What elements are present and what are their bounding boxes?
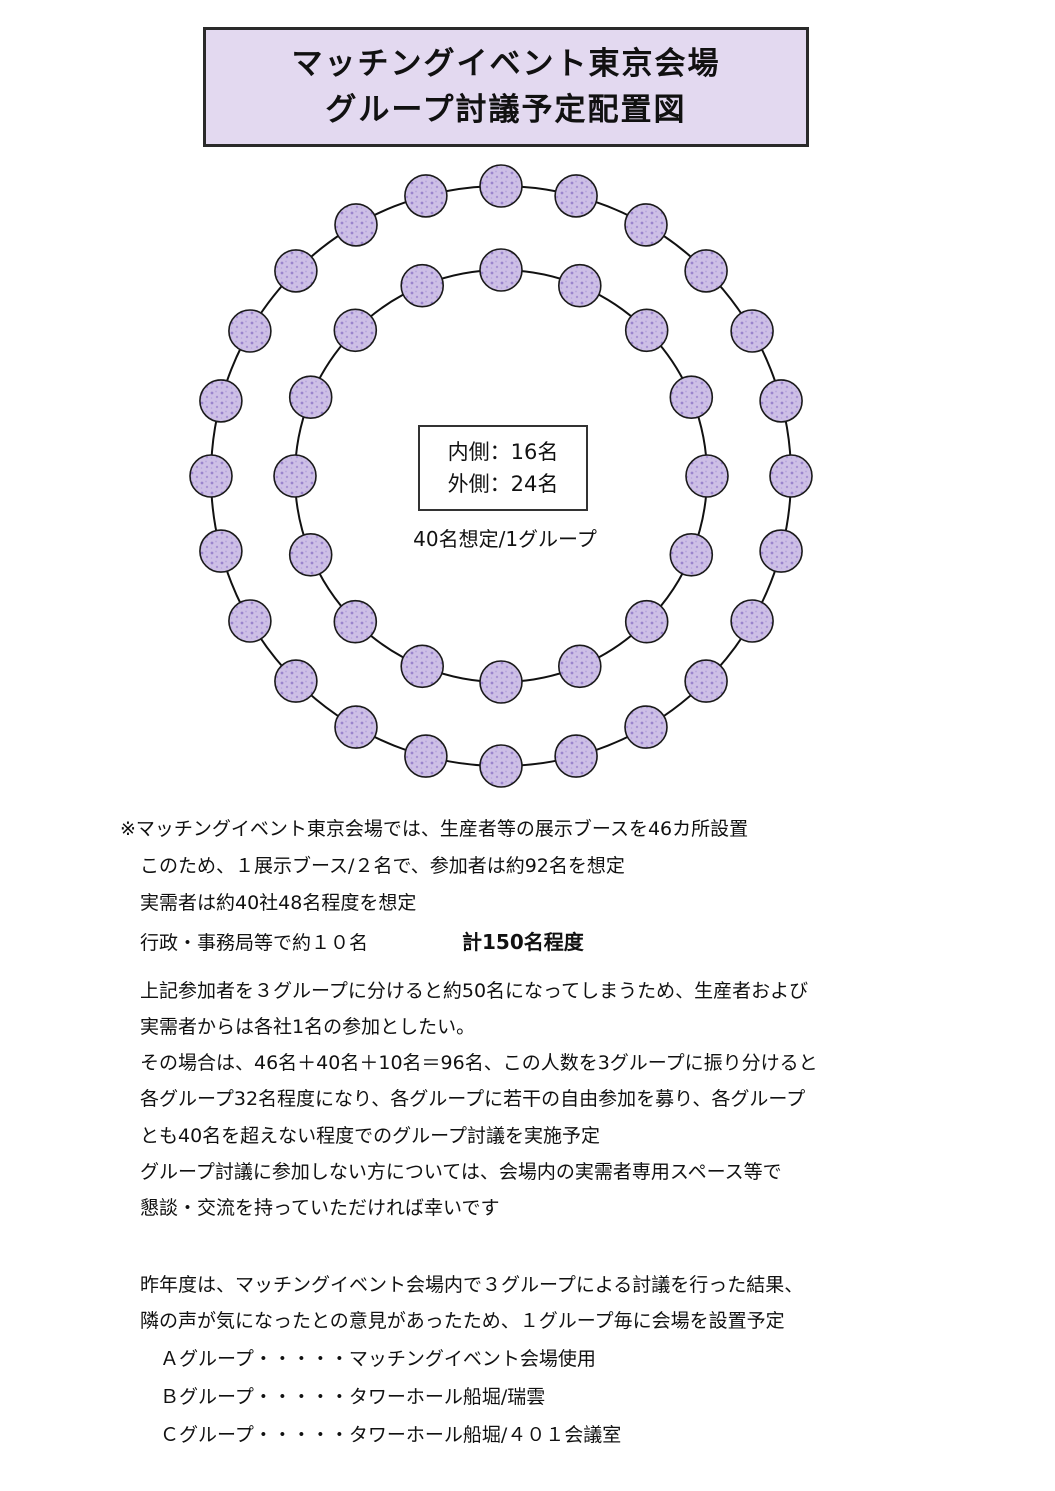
outer-seat — [189, 454, 233, 498]
note-line: このため、１展示ブース/２名で、参加者は約92名を想定 — [140, 855, 625, 877]
outer-seat — [199, 529, 243, 573]
outer-seat — [730, 309, 774, 353]
inner-seat — [624, 599, 669, 644]
paragraph-line: 昨年度は、マッチングイベント会場内で３グループによる討議を行った結果、 — [140, 1274, 804, 1296]
paragraph-line: 上記参加者を３グループに分けると約50名になってしまうため、生産者および — [140, 980, 809, 1002]
outer-seats — [189, 164, 813, 788]
outer-seat — [228, 599, 272, 643]
outer-seat — [334, 705, 378, 749]
inner-seat — [333, 308, 378, 353]
count-box: 内側：16名 外側：24名 — [418, 425, 588, 511]
outer-seat — [624, 203, 668, 247]
note-line: 実需者は約40社48名程度を想定 — [140, 892, 417, 914]
inner-seat — [288, 532, 333, 577]
note-line: ※マッチングイベント東京会場では、生産者等の展示ブースを46カ所設置 — [120, 818, 749, 840]
outer-seat — [684, 249, 728, 293]
outer-seat — [624, 705, 668, 749]
title-box: マッチングイベント東京会場 グループ討議予定配置図 — [203, 27, 809, 147]
inner-seat — [288, 375, 333, 420]
outer-seat — [759, 379, 803, 423]
inner-seat — [400, 644, 445, 689]
paragraph-line: 隣の声が気になったとの意見があったため、１グループ毎に会場を設置予定 — [140, 1310, 785, 1332]
outer-seat — [759, 529, 803, 573]
outer-seat — [228, 309, 272, 353]
group-c-line: Ｃグループ・・・・・タワーホール船堀/４０１会議室 — [160, 1424, 622, 1446]
paragraph-line: 実需者からは各社1名の参加としたい。 — [140, 1016, 476, 1038]
inner-seat — [273, 454, 317, 498]
paragraph-line: グループ討議に参加しない方については、会場内の実需者専用スペース等で — [140, 1161, 782, 1183]
inner-seat — [624, 308, 669, 353]
inner-seat — [479, 248, 523, 292]
outer-seat — [274, 249, 318, 293]
outer-seat — [554, 734, 598, 778]
inner-seat — [479, 660, 523, 704]
outer-seat — [730, 599, 774, 643]
outer-seat — [684, 659, 728, 703]
outer-seat — [334, 203, 378, 247]
outer-seat — [479, 744, 523, 788]
outer-seat — [199, 379, 243, 423]
inner-count-label: 内側：16名 — [447, 440, 559, 464]
seating-diagram — [189, 164, 813, 788]
paragraph-line: とも40名を超えない程度でのグループ討議を実施予定 — [140, 1125, 601, 1147]
paragraph-line: その場合は、46名＋40名＋10名＝96名、この人数を3グループに振り分けると — [140, 1052, 818, 1074]
inner-seat — [557, 263, 602, 308]
inner-seat — [669, 532, 714, 577]
outer-seat — [404, 734, 448, 778]
group-b-line: Ｂグループ・・・・・タワーホール船堀/瑞雲 — [160, 1386, 546, 1408]
total-label: 計150名程度 — [462, 930, 584, 954]
paragraph-line: 各グループ32名程度になり、各グループに若干の自由参加を募り、各グループ — [140, 1088, 806, 1110]
outer-seat — [479, 164, 523, 208]
inner-seat — [400, 263, 445, 308]
inner-seat — [685, 454, 729, 498]
note-line: 行政・事務局等で約１０名 — [140, 932, 369, 954]
outer-seat — [274, 659, 318, 703]
title-line-1: マッチングイベント東京会場 — [291, 46, 721, 82]
outer-seat — [554, 174, 598, 218]
outer-seat — [404, 174, 448, 218]
title-line-2: グループ討議予定配置図 — [325, 92, 687, 128]
group-size-caption: 40名想定/1グループ — [413, 527, 597, 551]
group-a-line: Ａグループ・・・・・マッチングイベント会場使用 — [160, 1348, 596, 1370]
outer-seat — [769, 454, 813, 498]
paragraph-line: 懇談・交流を持っていただければ幸いです — [140, 1197, 500, 1219]
outer-count-label: 外側：24名 — [447, 472, 559, 496]
inner-seats — [273, 248, 729, 704]
inner-seat — [333, 599, 378, 644]
inner-seat — [557, 644, 602, 689]
inner-seat — [669, 375, 714, 420]
